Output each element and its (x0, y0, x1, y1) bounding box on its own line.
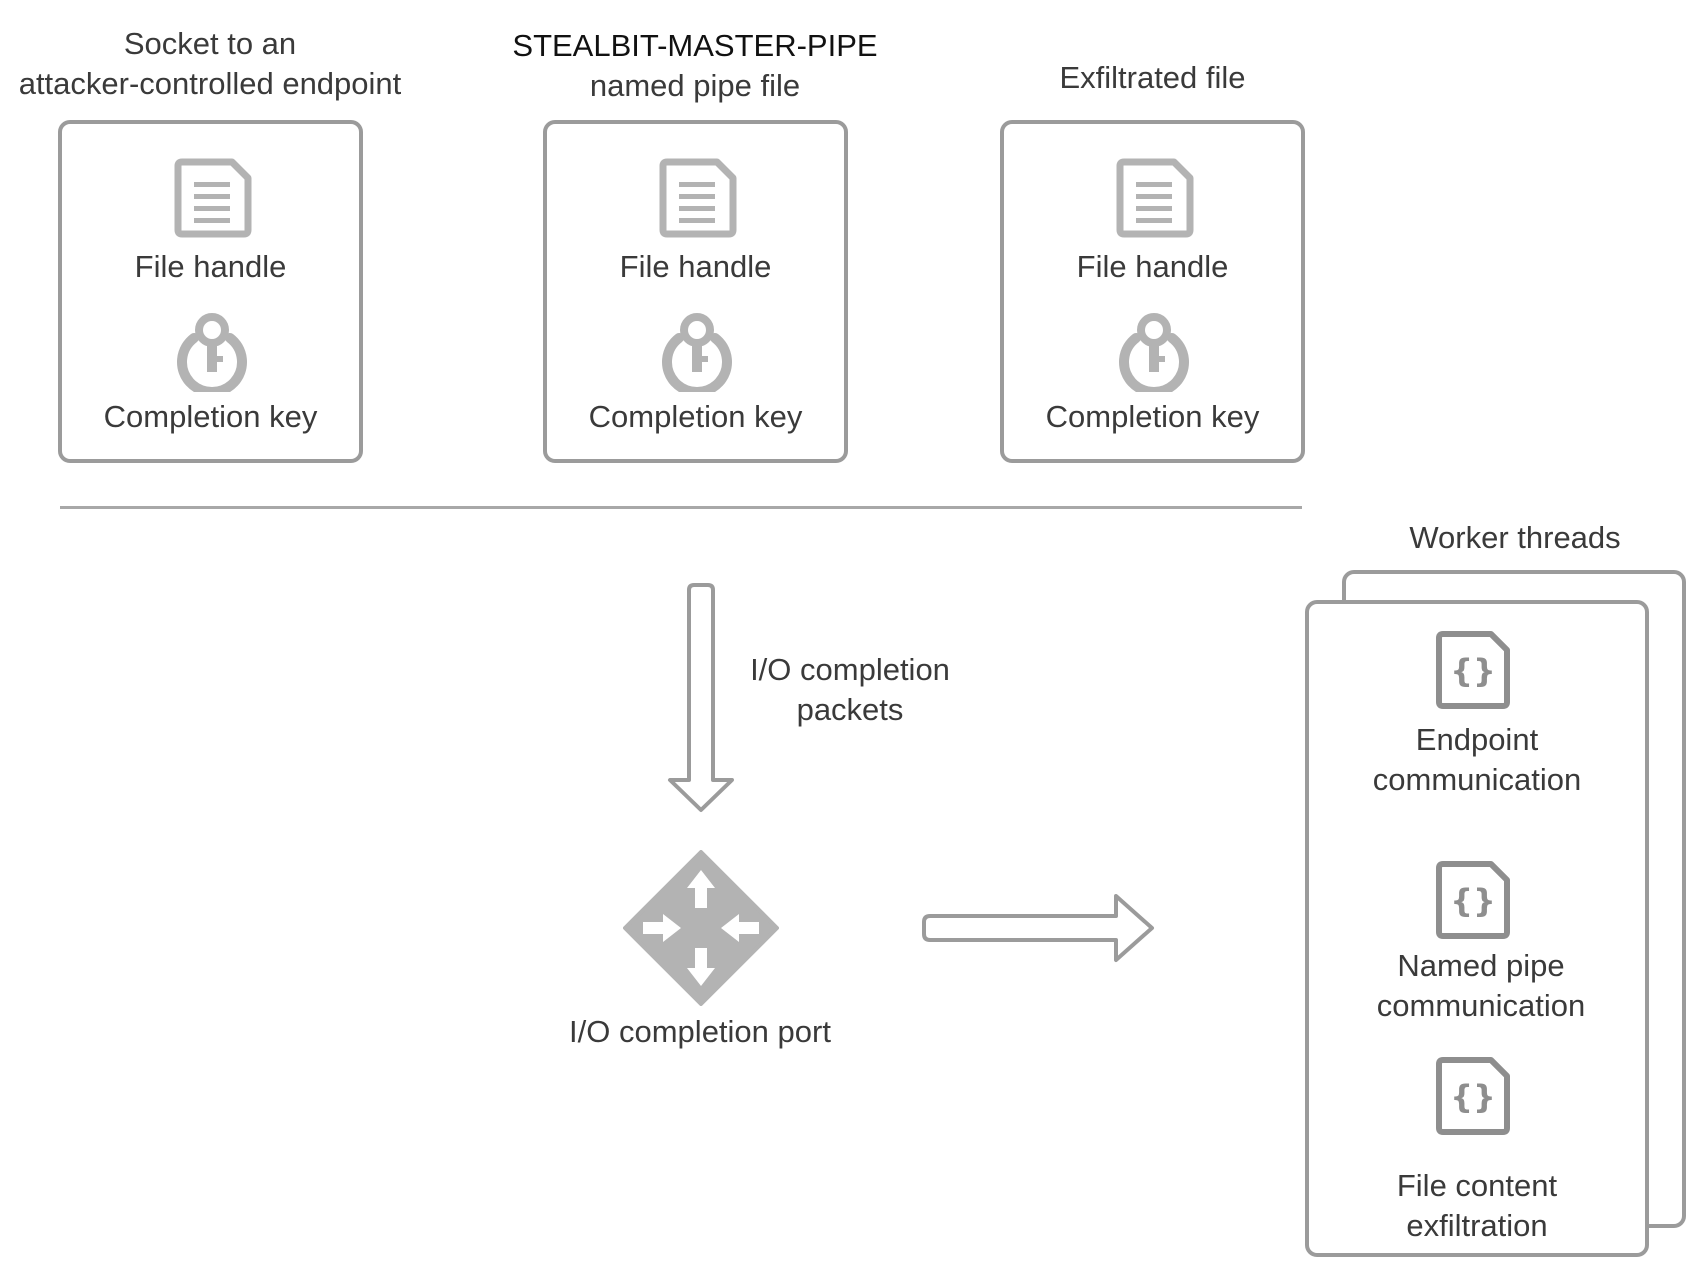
source-caption-pipe: STEALBIT-MASTER-PIPE named pipe file (480, 26, 910, 106)
worker-item-line: Named pipe (1397, 948, 1565, 983)
right-arrow-icon (920, 888, 1158, 968)
caption-line: Socket to an (123, 26, 297, 61)
svg-text:{}: {} (1450, 652, 1496, 690)
source-box-socket: File handle Completion key (58, 120, 363, 463)
worker-item-label: Endpoint communication (1309, 720, 1645, 800)
worker-item-line: exfiltration (1406, 1208, 1548, 1243)
worker-item-line: communication (1372, 762, 1582, 797)
caption-line: STEALBIT-MASTER-PIPE (512, 28, 878, 63)
document-icon (1116, 158, 1194, 238)
file-handle-label: File handle (619, 249, 772, 284)
packets-label: I/O completion packets (720, 650, 980, 730)
document-icon (174, 158, 252, 238)
worker-item-label: File content exfiltration (1309, 1166, 1645, 1246)
key-icon (1115, 312, 1193, 392)
caption-line: Exfiltrated file (1059, 60, 1246, 95)
key-icon (658, 312, 736, 392)
port-label: I/O completion port (569, 1014, 831, 1049)
worker-item-line: Endpoint (1415, 722, 1539, 757)
packets-label-line: I/O completion (750, 652, 950, 687)
worker-stack-front: {} Endpoint communication {} Named pipe … (1305, 600, 1649, 1257)
code-file-icon: {} (1435, 860, 1511, 940)
document-icon (659, 158, 737, 238)
source-box-pipe: File handle Completion key (543, 120, 848, 463)
svg-text:{}: {} (1450, 882, 1496, 920)
code-file-icon: {} (1435, 630, 1511, 710)
caption-line: attacker-controlled endpoint (18, 66, 402, 101)
completion-key-label: Completion key (103, 399, 318, 434)
file-handle-label: File handle (134, 249, 287, 284)
source-box-file: File handle Completion key (1000, 120, 1305, 463)
packets-label-line: packets (796, 692, 904, 727)
completion-key-label: Completion key (1045, 399, 1260, 434)
key-icon (173, 312, 251, 392)
worker-item-label: Named pipe communication (1313, 946, 1649, 1026)
file-handle-label: File handle (1076, 249, 1229, 284)
workers-title: Worker threads (1409, 520, 1621, 555)
source-caption-socket: Socket to an attacker-controlled endpoin… (0, 24, 420, 104)
caption-line: named pipe file (589, 68, 801, 103)
worker-item-line: File content (1396, 1168, 1558, 1203)
divider (60, 506, 1302, 509)
worker-item-line: communication (1376, 988, 1586, 1023)
svg-text:{}: {} (1450, 1078, 1496, 1116)
source-caption-file: Exfiltrated file (1000, 58, 1305, 98)
down-arrow-icon (660, 580, 742, 816)
completion-key-label: Completion key (588, 399, 803, 434)
router-icon (623, 850, 779, 1006)
code-file-icon: {} (1435, 1056, 1511, 1136)
